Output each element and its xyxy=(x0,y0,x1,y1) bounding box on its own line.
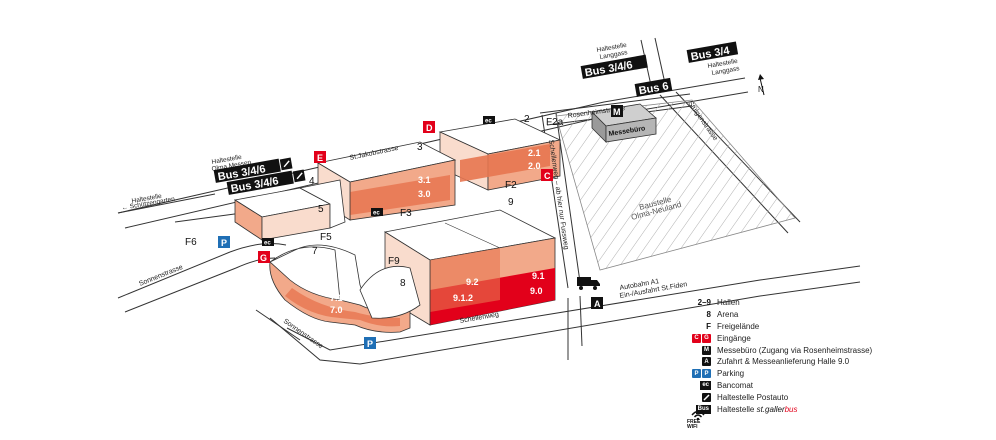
stop-langgass-2-2: Langgass xyxy=(711,65,741,77)
legend-label: Bancomat xyxy=(717,380,754,390)
bancomat-f5: ec xyxy=(262,238,274,247)
halls xyxy=(233,103,657,333)
hall-label-9-2: 9.2 xyxy=(466,277,479,287)
legend-key: M xyxy=(702,345,711,355)
legend-label: Hallen xyxy=(717,298,740,308)
bancomat-hall2: ec xyxy=(483,116,495,125)
field-f2: F2 xyxy=(505,180,517,191)
hall-8: 8 xyxy=(400,278,406,289)
legend-label: Parking xyxy=(717,369,745,379)
svg-text:ec: ec xyxy=(373,211,380,217)
field-f6: F6 xyxy=(185,237,197,248)
north-arrow-icon: N xyxy=(758,74,765,96)
svg-text:P: P xyxy=(367,339,373,349)
legend-brand-part-2: bus xyxy=(784,404,798,414)
svg-text:G: G xyxy=(260,253,267,263)
hall-label-9-1: 9.1 xyxy=(532,271,545,281)
hall-4: 4 xyxy=(309,176,315,187)
messebuero-letter: M xyxy=(613,107,621,117)
svg-text:ec: ec xyxy=(264,241,271,247)
legend-label: Zufahrt & Messeanlieferung Halle 9.0 xyxy=(717,357,850,367)
svg-text:P: P xyxy=(221,238,227,248)
wifi-icon xyxy=(691,410,705,421)
legend-key: 2–9 xyxy=(697,298,711,308)
legend-key: Bus xyxy=(695,404,711,414)
legend-label: Haltestelle Postauto xyxy=(717,392,789,402)
hall-label-7-1: 7.1 xyxy=(330,293,343,303)
hall-label-2-0: 2.0 xyxy=(528,161,541,171)
wifi-label: FREE WIFI xyxy=(687,419,701,430)
legend-key: 8 xyxy=(706,310,711,320)
hall-label-3-0: 3.0 xyxy=(418,189,431,199)
entrance-c[interactable]: C xyxy=(541,169,553,181)
field-f5: F5 xyxy=(320,232,332,243)
legend-row-messebuero: M Messebüro (Zugang via Rosenheimstrasse… xyxy=(687,344,987,356)
hall-label-9-1-2: 9.1.2 xyxy=(453,293,473,303)
hall-label-7-0: 7.0 xyxy=(330,305,343,315)
entrance-g[interactable]: G xyxy=(258,251,270,263)
truck-icon xyxy=(577,277,600,290)
hall-2: 2 xyxy=(524,114,530,125)
hall-5: 5 xyxy=(318,204,324,215)
field-f3: F3 xyxy=(400,208,412,219)
legend-brand-part-1: st.galler xyxy=(756,404,785,414)
legend: 2–9 Hallen 8 Arena F Freigelände C G Ein… xyxy=(687,297,987,415)
hall-3: 3 xyxy=(417,142,423,153)
legend-label: Haltestelle xyxy=(717,404,755,414)
legend-key: G xyxy=(702,333,711,343)
access-a-marker[interactable]: A xyxy=(591,297,603,309)
hall-9: 9 xyxy=(508,197,514,208)
bus-stop-rosenheim[interactable]: Bus 6 xyxy=(634,77,673,98)
svg-text:N: N xyxy=(758,85,764,94)
legend-key: P xyxy=(692,369,701,379)
legend-label: Freigelände xyxy=(717,321,760,331)
legend-key: C xyxy=(692,333,701,343)
legend-row-bancomat: ec Bancomat xyxy=(687,380,987,392)
stop-langgass-1-2: Langgass xyxy=(599,49,629,61)
bus-label: Bus 3/4/6 xyxy=(584,59,634,79)
parking-south[interactable]: P xyxy=(364,337,376,349)
legend-label: Arena xyxy=(717,310,739,320)
parking-f6[interactable]: P xyxy=(218,236,230,248)
street-sonnenstrasse-1: Sonnenstrasse xyxy=(138,264,184,288)
legend-key: F xyxy=(706,321,711,331)
legend-row-freigelaende: F Freigelände xyxy=(687,321,987,333)
legend-key: A xyxy=(702,357,711,367)
hall-label-9-0: 9.0 xyxy=(530,286,543,296)
hall-f2a: F2a xyxy=(546,117,564,128)
hall-7: 7 xyxy=(312,246,318,257)
field-f9: F9 xyxy=(388,256,400,267)
construction-area xyxy=(555,99,796,271)
hall-label-3-1: 3.1 xyxy=(418,175,431,185)
bus-label: Bus 6 xyxy=(638,80,670,97)
hall-label-2-1: 2.1 xyxy=(528,148,541,158)
svg-text:D: D xyxy=(426,123,433,133)
legend-row-eingaenge: C G Eingänge xyxy=(687,332,987,344)
svg-text:E: E xyxy=(317,153,323,163)
legend-key: P xyxy=(702,369,711,379)
bancomat-f3: ec xyxy=(371,208,383,217)
legend-row-parking: P P Parking xyxy=(687,368,987,380)
legend-label: Eingänge xyxy=(717,333,751,343)
legend-row-postauto: Haltestelle Postauto xyxy=(687,391,987,403)
svg-text:C: C xyxy=(544,171,551,181)
legend-row-hallen: 2–9 Hallen xyxy=(687,297,987,309)
svg-text:A: A xyxy=(594,299,601,309)
legend-row-zufahrt: A Zufahrt & Messeanlieferung Halle 9.0 xyxy=(687,356,987,368)
legend-row-arena: 8 Arena xyxy=(687,309,987,321)
legend-label: Messebüro (Zugang via Rosenheimstrasse) xyxy=(717,345,873,355)
svg-text:ec: ec xyxy=(485,119,492,125)
legend-key: ec xyxy=(700,380,711,390)
postauto-icon xyxy=(702,392,711,402)
entrance-e[interactable]: E xyxy=(314,151,326,163)
entrance-d[interactable]: D xyxy=(423,121,435,133)
